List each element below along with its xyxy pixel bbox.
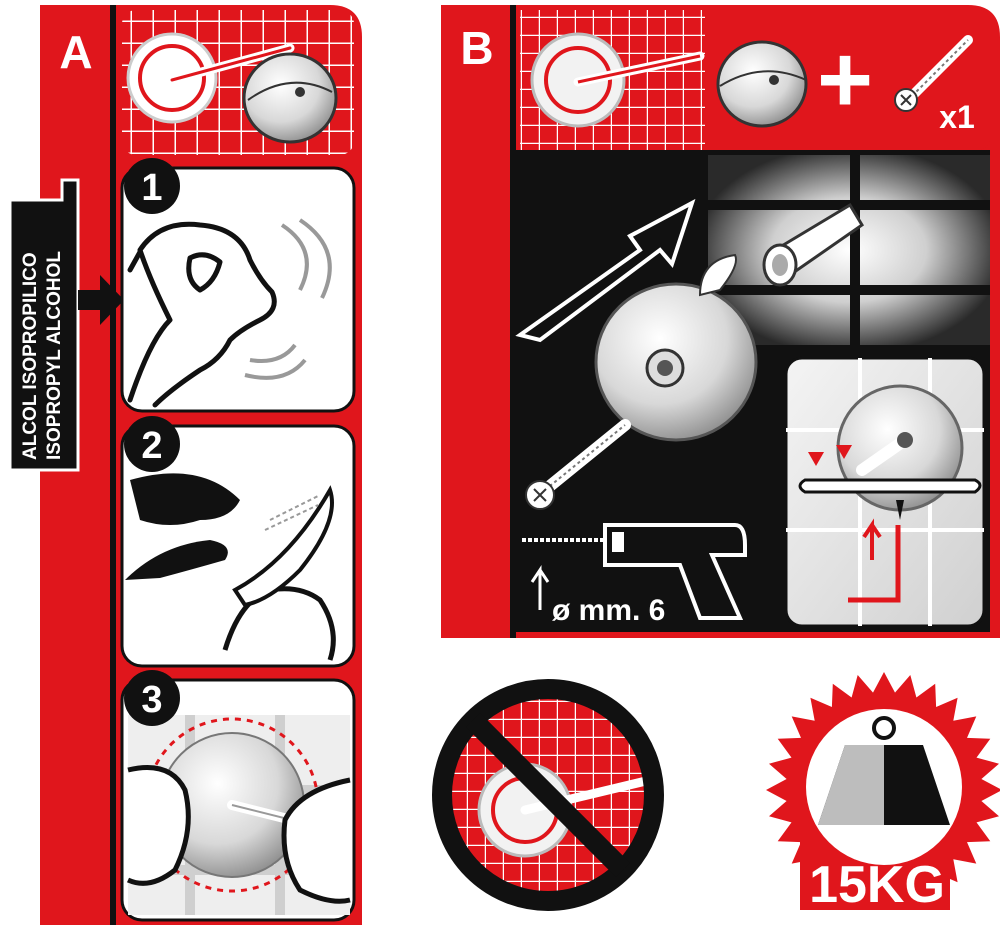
weight-icon bbox=[818, 716, 950, 825]
panel-a-divider bbox=[110, 5, 116, 925]
step-1: 1 bbox=[120, 158, 356, 413]
hook-disc-icon bbox=[242, 52, 338, 144]
hook-disc-icon bbox=[716, 40, 808, 128]
hand-icon bbox=[127, 221, 277, 408]
drill-diameter: ø mm. 6 bbox=[552, 594, 665, 627]
step-3-number: 3 bbox=[141, 679, 162, 721]
mounting-detail bbox=[784, 356, 986, 628]
side-label-line2: ISOPROPYL ALCOHOL bbox=[44, 251, 65, 460]
panel-b-header: + x1 bbox=[520, 10, 990, 150]
weight-capacity-text: 15KG bbox=[809, 856, 945, 914]
adhesive-film-icon bbox=[232, 485, 334, 608]
step-1-number: 1 bbox=[141, 167, 162, 209]
panel-b: B + x1 bbox=[441, 5, 1000, 638]
prohibited-icon bbox=[432, 679, 664, 911]
hand-icon bbox=[125, 473, 336, 661]
panel-a: A ALCOL ISOPROPILICO ISOPROPYL ALCOHOL bbox=[8, 5, 362, 925]
shelf-bar-icon bbox=[798, 478, 982, 494]
step-2-number: 2 bbox=[141, 425, 162, 467]
panel-b-divider bbox=[510, 5, 516, 638]
step-2: 2 bbox=[120, 416, 356, 668]
screw-quantity: x1 bbox=[939, 99, 975, 135]
arrow-up-icon bbox=[530, 565, 550, 610]
screw-icon bbox=[894, 35, 973, 112]
panel-a-label: A bbox=[59, 26, 92, 78]
weight-capacity-badge: 15KG bbox=[766, 672, 1000, 914]
arrow-right-icon bbox=[78, 275, 124, 325]
arrow-up-right-icon bbox=[515, 198, 696, 343]
panel-b-label: B bbox=[460, 22, 493, 74]
step-3: 3 bbox=[120, 670, 356, 922]
panel-b-main: ø mm. 6 bbox=[515, 150, 990, 632]
side-label-line1: ALCOL ISOPROPILICO bbox=[20, 252, 41, 460]
arrow-up-icon bbox=[862, 518, 882, 560]
allen-key-icon bbox=[848, 525, 901, 603]
hook-disc-icon bbox=[594, 253, 758, 442]
isopropyl-alcohol-label: ALCOL ISOPROPILICO ISOPROPYL ALCOHOL bbox=[8, 178, 124, 472]
panel-a-header bbox=[122, 10, 354, 155]
drill-icon bbox=[522, 523, 747, 620]
plus-sign: + bbox=[817, 26, 873, 133]
suction-hook-icon bbox=[126, 32, 295, 124]
hand-icon bbox=[126, 765, 351, 904]
suction-hook-icon bbox=[530, 32, 705, 128]
screw-icon bbox=[525, 419, 631, 510]
wall-plug-icon bbox=[762, 202, 865, 287]
